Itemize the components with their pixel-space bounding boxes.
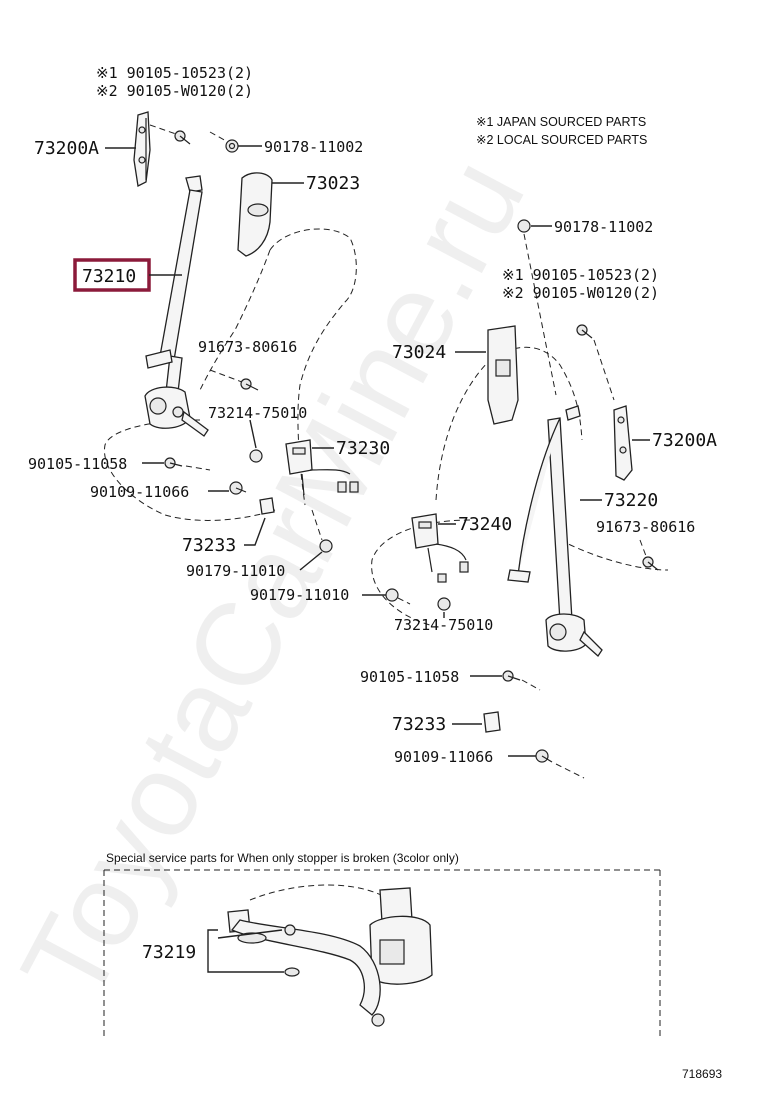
bolt-90105-top <box>174 130 191 145</box>
note-local: ※2 LOCAL SOURCED PARTS <box>476 133 647 147</box>
label-73240: 73240 <box>458 514 512 535</box>
bolt-91673-left <box>240 378 259 391</box>
label-bolt1-top: ※1 90105-10523(2) <box>96 64 253 82</box>
label-73214-right: 73214-75010 <box>394 616 493 634</box>
label-90178-top: 90178-11002 <box>264 138 363 156</box>
bolt-90109-left <box>229 481 247 495</box>
label-90105-11058-left: 90105-11058 <box>28 455 127 473</box>
label-90105-11058-right: 90105-11058 <box>360 668 459 686</box>
cover-73023 <box>237 172 273 257</box>
label-73230: 73230 <box>336 438 390 459</box>
label-91673-right: 91673-80616 <box>596 518 695 536</box>
label-73233-right: 73233 <box>392 714 446 735</box>
cover-73233-left <box>259 497 275 515</box>
label-73200A-left: 73200A <box>34 138 99 159</box>
label-bolt2-top: ※2 90105-W0120(2) <box>96 82 253 100</box>
cover-73024 <box>487 325 519 425</box>
label-73220: 73220 <box>604 490 658 511</box>
label-73024: 73024 <box>392 342 446 363</box>
label-bolt2-right: ※2 90105-W0120(2) <box>502 284 659 302</box>
label-73219: 73219 <box>142 942 196 963</box>
anchor-adjuster-73200A-right <box>613 405 633 481</box>
cover-73214-left <box>249 449 263 463</box>
label-90179-b: 90179-11010 <box>250 586 349 604</box>
bolt-90109-right <box>535 749 553 763</box>
bolt-90105-11058-left <box>164 457 183 469</box>
label-90178-right: 90178-11002 <box>554 218 653 236</box>
label-90179-a: 90179-11010 <box>186 562 285 580</box>
cover-73233-right <box>483 711 501 733</box>
left-seat-outline <box>103 228 357 521</box>
seat-belt-73220-right <box>507 405 603 657</box>
special-note: Special service parts for When only stop… <box>106 851 459 865</box>
label-90109-right: 90109-11066 <box>394 748 493 766</box>
anchor-adjuster-73200A-left <box>133 111 151 187</box>
nut-90178-right <box>517 219 531 233</box>
nut-90179-a <box>319 539 333 553</box>
label-91673-left: 91673-80616 <box>198 338 297 356</box>
buckle-73240 <box>411 513 469 583</box>
label-73210: 73210 <box>82 266 136 287</box>
label-73023: 73023 <box>306 173 360 194</box>
bolt-91673-right <box>642 556 659 571</box>
seat-belt-73210-left <box>144 175 209 437</box>
bolt-90105-11058-right <box>502 670 521 682</box>
label-90109-left: 90109-11066 <box>90 483 189 501</box>
note-japan: ※1 JAPAN SOURCED PARTS <box>476 115 646 129</box>
buckle-73230 <box>285 439 359 496</box>
label-73233-left: 73233 <box>182 535 236 556</box>
diagram-id: 718693 <box>682 1067 722 1081</box>
stopper-assembly-73219 <box>227 884 433 1027</box>
bolt-90105-right <box>576 324 593 339</box>
bracket-73219 <box>207 929 218 973</box>
label-73200A-right: 73200A <box>652 430 717 451</box>
cover-73214-right <box>437 597 451 611</box>
label-bolt1-right: ※1 90105-10523(2) <box>502 266 659 284</box>
label-73214-left: 73214-75010 <box>208 404 307 422</box>
nut-90179-b <box>385 588 399 602</box>
